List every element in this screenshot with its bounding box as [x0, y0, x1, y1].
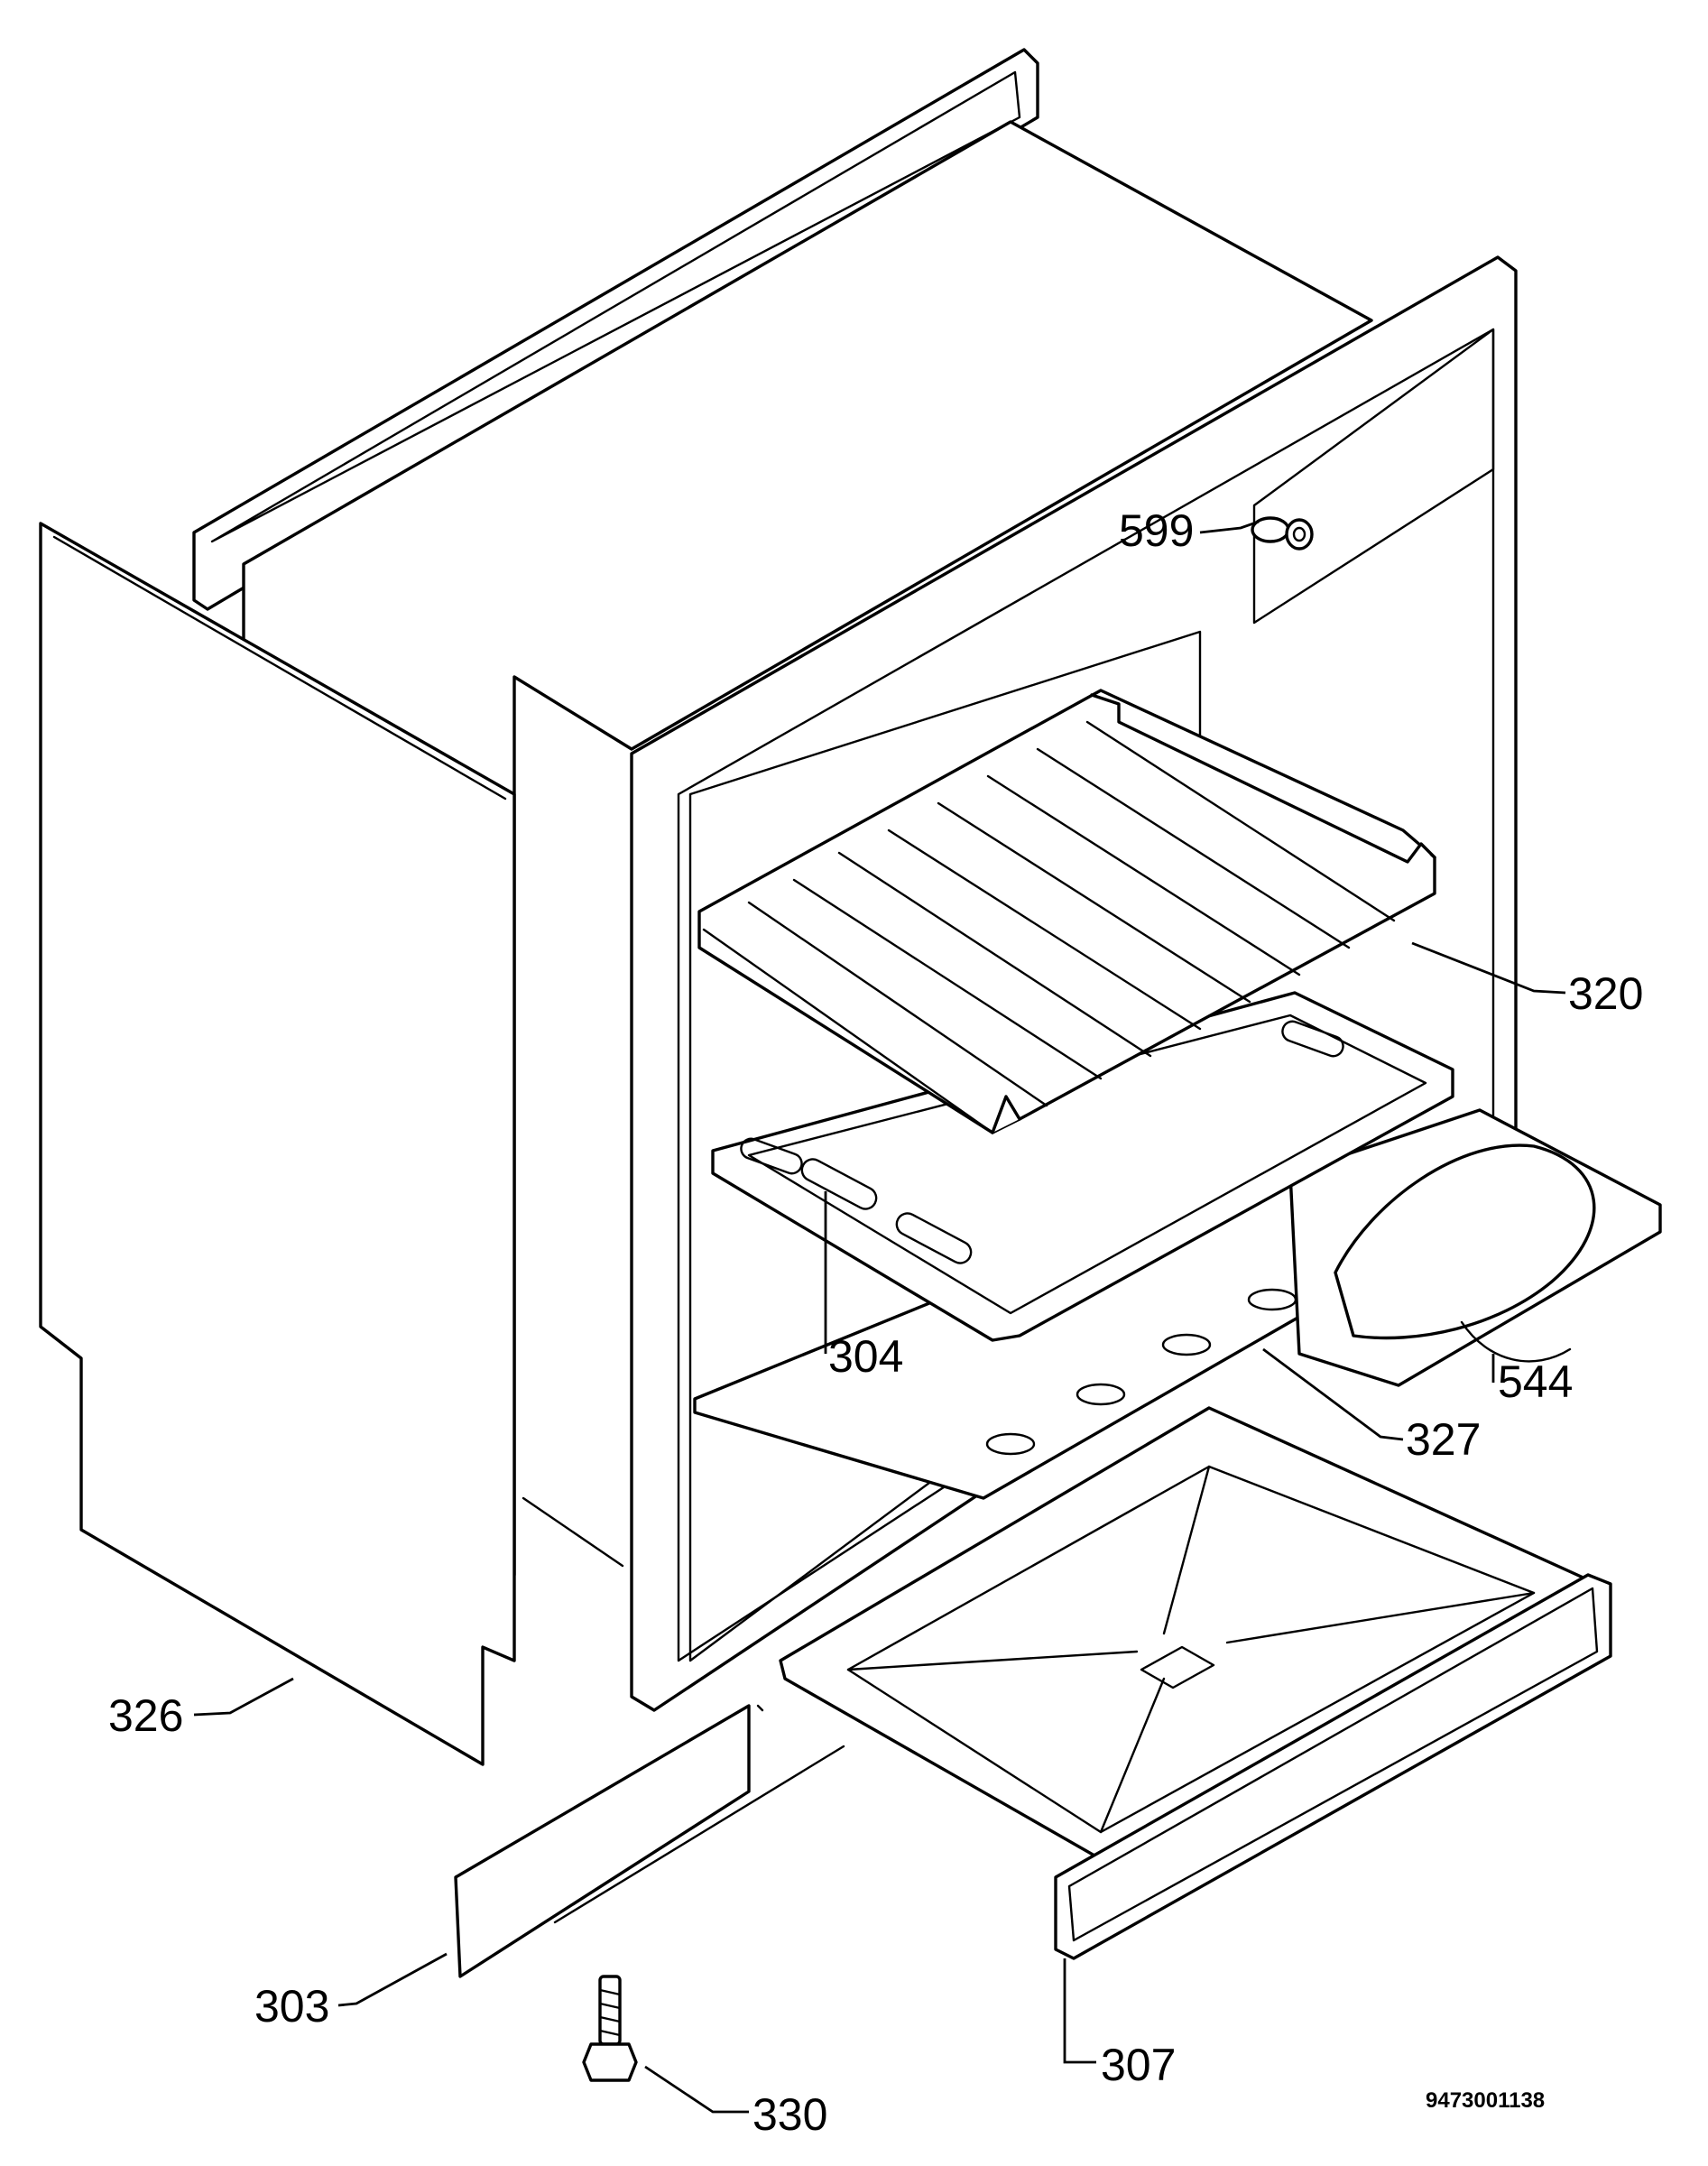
drawer-307 [779, 1406, 1612, 1960]
callout-304: 304 [828, 1331, 903, 1382]
wire-shelf-320 [697, 689, 1436, 1134]
callout-599: 599 [1119, 505, 1194, 556]
plinth-strip-303 [454, 1704, 845, 1978]
callout-303: 303 [254, 1981, 329, 2032]
baking-tray-304 [711, 991, 1454, 1342]
screw-330 [582, 1975, 638, 2082]
callout-330: 330 [752, 2089, 827, 2140]
callout-544: 544 [1498, 1356, 1573, 1407]
document-number: 9473001138 [1426, 2088, 1545, 2113]
callout-327: 327 [1406, 1414, 1481, 1465]
fan-cover-544 [1288, 1108, 1662, 1387]
callout-320: 320 [1568, 968, 1643, 1019]
callout-326: 326 [108, 1690, 183, 1741]
side-panel-326 [39, 522, 516, 1766]
leader-lines [193, 520, 1566, 2114]
lamp-holder-599 [1251, 516, 1314, 551]
callout-307: 307 [1101, 2040, 1176, 2090]
